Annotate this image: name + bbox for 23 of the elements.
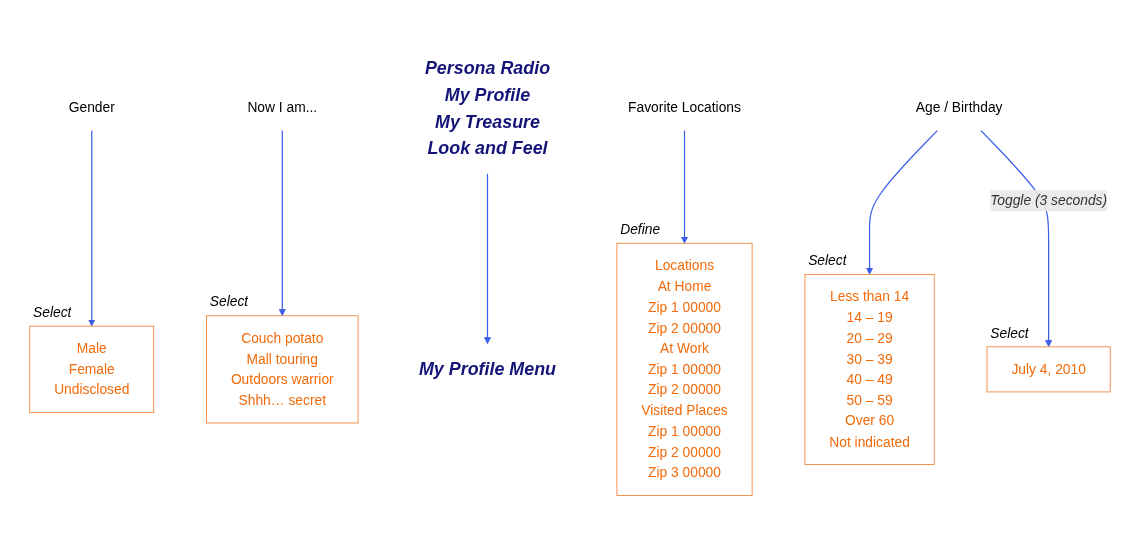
node-box: Male Female Undisclosed xyxy=(29,325,155,414)
arrow xyxy=(483,173,492,345)
arrow xyxy=(88,130,96,327)
node-box: July 4, 2010 xyxy=(986,346,1111,393)
node-label: Define xyxy=(620,221,661,238)
node-label: Select xyxy=(808,252,847,269)
node-label: Select xyxy=(33,304,72,321)
node-text: Now I am... xyxy=(247,100,318,116)
node-box: Locations At Home Zip 1 00000 Zip 2 00000 At Work Zip 1 00000 Zip 2 00000 Visited Places Zip 1 00000 Zip 2 00000 Zip 3 00000 xyxy=(616,242,753,496)
arrow xyxy=(278,130,286,317)
arrow xyxy=(680,130,689,244)
node-label: Select xyxy=(209,294,249,310)
node-label: Select xyxy=(990,325,1029,341)
node-box: Couch potato Mall touring Outdoors warrior Shhh… secret xyxy=(206,315,359,424)
node-text: Persona Radio My Profile My Treasure Look and Feel xyxy=(424,57,551,159)
node-text: Age / Birthday xyxy=(915,100,1003,116)
node-text: Gender xyxy=(68,100,115,116)
node-text: My Profile Menu xyxy=(418,359,556,380)
edge-label: Toggle (3 seconds) xyxy=(990,192,1108,208)
node-text: Favorite Locations xyxy=(628,100,741,116)
node-box: Less than 14 14 – 19 20 – 29 30 – 39 40 – 49 50 – 59 Over 60 Not indicated xyxy=(804,273,935,465)
arrow xyxy=(980,130,1053,348)
arrow xyxy=(866,130,938,275)
